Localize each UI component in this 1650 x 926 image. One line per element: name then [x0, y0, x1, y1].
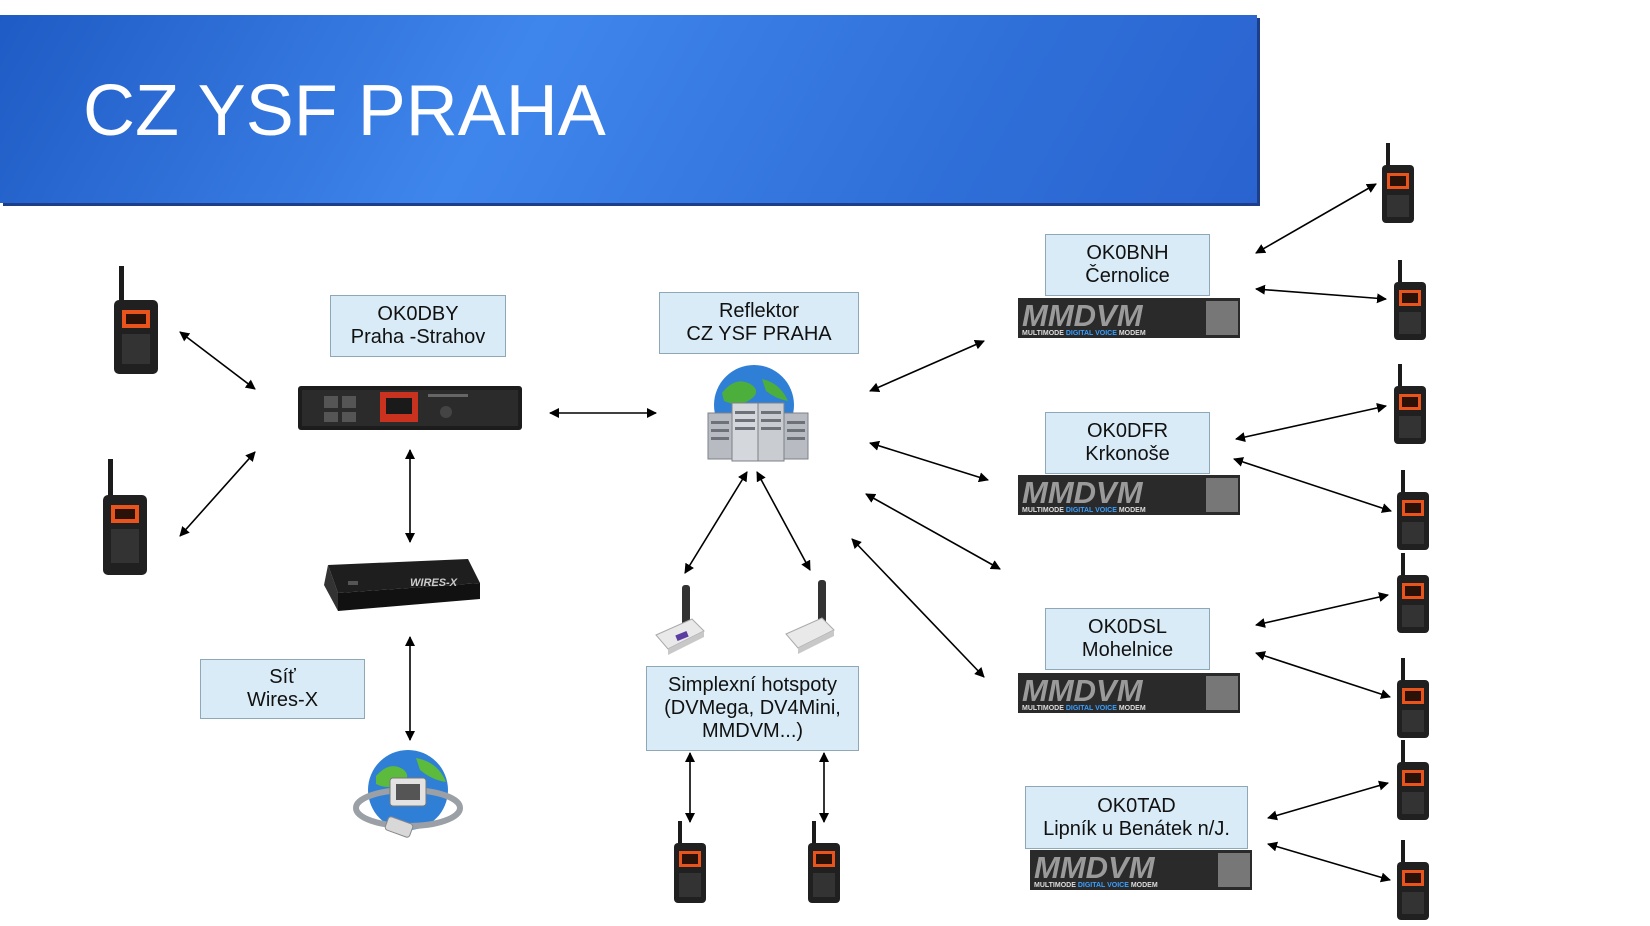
mmdvm-logo-ok0bnh: MMDVM MULTIMODE DIGITAL VOICE MODEM [1018, 298, 1240, 338]
svg-text:MULTIMODE DIGITAL VOICE MODEM: MULTIMODE DIGITAL VOICE MODEM [1022, 330, 1146, 337]
arrow-reflektor-hotspot-right [756, 471, 811, 571]
handheld-radio-icon [1397, 658, 1429, 738]
box-hotspoty-line2: (DVMega, DV4Mini, [664, 697, 841, 719]
box-ok0dsl-line2: Mohelnice [1081, 639, 1174, 661]
arrow-ok0dsl-radio2 [1255, 651, 1391, 699]
slide-title: CZ YSF PRAHA [83, 71, 606, 151]
box-sit-wiresx: Síť Wires-X [200, 659, 365, 719]
mmdvm-word: MMDVM [1022, 298, 1144, 333]
server-globe-icon [707, 365, 809, 462]
box-ok0bnh-line2: Černolice [1085, 265, 1170, 287]
mmdvm-logo-ok0dfr: MMDVM MULTIMODE DIGITAL VOICE MODEM [1018, 475, 1240, 515]
arrow-ok0dsl-radio1 [1255, 592, 1389, 628]
box-ok0bnh: OK0BNH Černolice [1045, 234, 1210, 296]
box-ok0dby: OK0DBY Praha -Strahov [330, 295, 506, 357]
box-hotspoty-line1: Simplexní hotspoty [668, 674, 837, 696]
handheld-radio-icon [808, 821, 840, 903]
box-ok0dsl: OK0DSL Mohelnice [1045, 608, 1210, 670]
hotspot-device-icon-left [655, 585, 705, 655]
box-hotspoty-line3: MMDVM...) [701, 720, 804, 742]
handheld-radio-icon [103, 459, 147, 575]
box-ok0dby-line2: Praha -Strahov [350, 326, 486, 348]
handheld-radio-icon [674, 821, 706, 903]
handheld-radio-icon [1397, 840, 1429, 920]
arrow-ok0bnh-radio2 [1255, 284, 1387, 304]
arrow-ok0tad-radio1 [1267, 780, 1389, 821]
arrow-ok0bnh-radio1 [1255, 183, 1377, 254]
box-ok0tad: OK0TAD Lipník u Benátek n/J. [1025, 786, 1248, 849]
handheld-radio-icon [1397, 553, 1429, 633]
arrow-radio1-repeater [179, 331, 256, 390]
mmdvm-logo-ok0tad: MMDVM MULTIMODE DIGITAL VOICE MODEM [1030, 850, 1252, 890]
wiresx-box-icon: WIRES-X [324, 559, 480, 611]
arrow-reflektor-ok0bnh [869, 340, 985, 392]
mmdvm-word: MMDVM [1022, 673, 1144, 708]
mmdvm-logo-ok0dsl: MMDVM MULTIMODE DIGITAL VOICE MODEM [1018, 673, 1240, 713]
mmdvm-word: MMDVM [1034, 850, 1156, 885]
box-ok0tad-line1: OK0TAD [1097, 794, 1176, 817]
arrow-reflektor-hotspot-left [684, 471, 748, 574]
arrow-radio2-repeater [179, 451, 256, 537]
arrow-reflektor-ok0tad [851, 538, 985, 678]
handheld-radio-icon [1397, 740, 1429, 820]
wiresx-logo-text: WIRES-X [410, 577, 458, 589]
svg-text:MULTIMODE DIGITAL VOICE MODEM: MULTIMODE DIGITAL VOICE MODEM [1034, 882, 1158, 889]
box-reflektor-line1: Reflektor [718, 300, 800, 322]
box-ok0dsl-line1: OK0DSL [1088, 616, 1167, 638]
internet-globe-icon [353, 750, 463, 838]
hotspot-device-icon-right [785, 580, 835, 654]
arrow-reflektor-ok0dfr [869, 440, 989, 483]
arrow-reflektor-ok0dsl [865, 493, 1001, 570]
repeater-device-icon [298, 386, 522, 430]
box-sit-line1: Síť [269, 666, 296, 688]
box-ok0dfr-line2: Krkonoše [1085, 443, 1170, 465]
box-sit-line2: Wires-X [246, 689, 319, 711]
box-ok0tad-line2: Lipník u Benátek n/J. [1043, 817, 1230, 840]
handheld-radio-icon [1394, 364, 1426, 444]
handheld-radio-icon [114, 266, 158, 374]
arrow-ok0tad-radio2 [1267, 841, 1391, 883]
handheld-radio-icon [1394, 260, 1426, 340]
box-reflektor: Reflektor CZ YSF PRAHA [659, 292, 859, 354]
box-ok0bnh-line1: OK0BNH [1086, 242, 1169, 264]
svg-text:MULTIMODE DIGITAL VOICE MODEM: MULTIMODE DIGITAL VOICE MODEM [1022, 507, 1146, 514]
svg-text:MULTIMODE DIGITAL VOICE MODEM: MULTIMODE DIGITAL VOICE MODEM [1022, 705, 1146, 712]
box-reflektor-line2: CZ YSF PRAHA [686, 323, 832, 345]
box-ok0dfr-line1: OK0DFR [1086, 420, 1169, 442]
box-ok0dby-line1: OK0DBY [377, 303, 459, 325]
box-hotspoty: Simplexní hotspoty (DVMega, DV4Mini, MMD… [646, 666, 859, 751]
title-bar: CZ YSF PRAHA [0, 15, 1257, 203]
mmdvm-word: MMDVM [1022, 475, 1144, 510]
arrow-ok0dfr-radio2 [1233, 457, 1392, 513]
handheld-radio-icon [1397, 470, 1429, 550]
arrow-ok0dfr-radio1 [1235, 403, 1387, 442]
handheld-radio-icon [1382, 143, 1414, 223]
box-ok0dfr: OK0DFR Krkonoše [1045, 412, 1210, 474]
